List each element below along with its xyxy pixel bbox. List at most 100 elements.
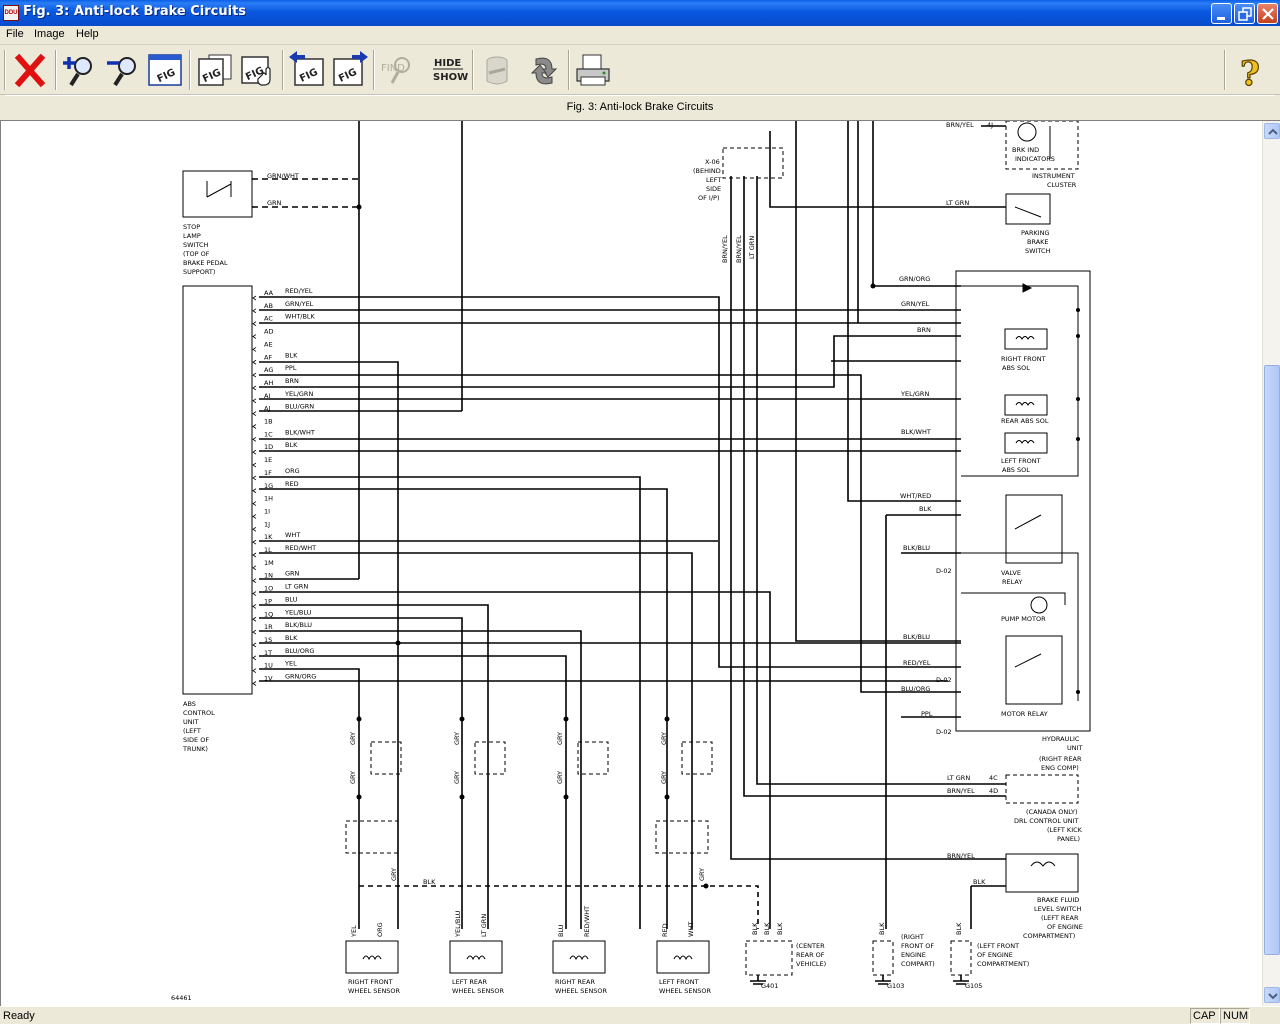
- abs-sol-label: ABS SOL: [1002, 364, 1030, 372]
- pin-terminal: [252, 488, 257, 494]
- hydraulic-wire-label: GRN/ORG: [899, 275, 930, 283]
- pin-wire-label: BLU/ORG: [285, 647, 314, 655]
- menu-help[interactable]: Help: [76, 28, 99, 40]
- maximize-button[interactable]: [1234, 3, 1255, 24]
- pin-terminal: [252, 321, 257, 327]
- refresh-button[interactable]: [524, 49, 564, 91]
- print-button[interactable]: [573, 49, 613, 91]
- find-button[interactable]: FIND: [378, 49, 418, 91]
- fig-hand-icon: FIG: [241, 56, 271, 86]
- pin-id: 1V: [264, 675, 273, 683]
- next-figure-button[interactable]: FIG: [330, 49, 370, 91]
- status-num: NUM: [1220, 1008, 1250, 1024]
- pin-wire-label: BLU/GRN: [285, 403, 314, 411]
- pin-terminal: [252, 462, 257, 468]
- zoom-in-icon: [63, 57, 92, 87]
- pin-id: 1D: [264, 443, 273, 451]
- pin-id: 1S: [264, 636, 272, 644]
- figure-select-button[interactable]: FIG: [238, 49, 278, 91]
- zoom-out-button[interactable]: [103, 49, 143, 91]
- database-button[interactable]: [477, 49, 517, 91]
- fig-window-icon: FIG: [148, 54, 182, 86]
- pin-terminal: [252, 372, 257, 378]
- drl-label: DRL CONTROL UNIT: [1014, 817, 1079, 825]
- pin-id: AB: [264, 302, 273, 310]
- menu-file[interactable]: File: [6, 28, 24, 40]
- pin-terminal: [252, 591, 257, 596]
- pin-wire-label: BLK: [285, 351, 298, 359]
- pin-terminal: [252, 295, 257, 301]
- ground-label: COMPART): [901, 960, 935, 968]
- pin-terminal: [252, 578, 257, 584]
- scroll-down-button[interactable]: [1264, 987, 1280, 1003]
- printer-icon: [576, 54, 610, 86]
- toolbar-separator: [55, 50, 57, 90]
- red-x-icon: [14, 53, 46, 88]
- sensor-wire-label: BLU: [557, 924, 565, 937]
- hydraulic-wire-label: BLK/WHT: [901, 428, 931, 436]
- abs-unit-label: (LEFT: [183, 727, 201, 735]
- drl-label: (CANADA ONLY): [1026, 808, 1077, 816]
- sensor-bus-label: BLK: [423, 878, 436, 886]
- gry-label: GRY: [698, 868, 706, 881]
- scroll-up-button[interactable]: [1264, 123, 1280, 139]
- motor-relay-label: MOTOR RELAY: [1001, 710, 1048, 718]
- figure-window-button[interactable]: FIG: [145, 49, 185, 91]
- pin-terminal: [252, 655, 257, 661]
- hide-show-button[interactable]: HIDE SHOW: [428, 49, 468, 91]
- refresh-icon: [530, 57, 558, 85]
- hydraulic-wire-label: WHT/RED: [900, 492, 931, 500]
- pin-terminal: [252, 411, 257, 416]
- pin-id: 1U: [264, 662, 273, 670]
- pin-terminal: [252, 347, 257, 352]
- fluid-switch-label: LEVEL SWITCH: [1034, 905, 1082, 913]
- wheel-sensor-label: WHEEL SENSOR: [348, 987, 401, 995]
- scrollbar-thumb[interactable]: [1264, 365, 1280, 955]
- pin-id: AA: [264, 289, 274, 297]
- ground-label: (CENTER: [796, 942, 825, 950]
- drl-wire-label: LT GRN: [947, 774, 970, 782]
- close-window-button[interactable]: [1257, 3, 1278, 24]
- pin-terminal: [252, 616, 257, 622]
- close-figure-button[interactable]: [10, 49, 50, 91]
- abs-sol-label: RIGHT FRONT: [1001, 355, 1046, 363]
- fig-list-icon: FIG: [198, 54, 232, 86]
- ground-label: VEHICLE): [796, 960, 826, 968]
- pin-terminal: [252, 565, 257, 571]
- minimize-button[interactable]: [1211, 3, 1232, 24]
- app-icon[interactable]: DDU: [3, 5, 19, 21]
- zoom-in-button[interactable]: [61, 49, 101, 91]
- help-button[interactable]: ?: [1232, 49, 1272, 91]
- pin-wire-label: PPL: [285, 364, 297, 372]
- pin-terminal: [252, 308, 257, 314]
- gry-label: GRY: [349, 771, 357, 784]
- pin-wire-label: BRN: [285, 377, 299, 385]
- d02-label: D-02: [936, 567, 952, 575]
- stop-wire-label: GRN: [267, 199, 282, 207]
- pin-wire-label: GRN/YEL: [285, 300, 314, 308]
- previous-figure-button[interactable]: FIG: [287, 49, 327, 91]
- figure-list-button[interactable]: FIG: [195, 49, 235, 91]
- toolbar-separator: [189, 50, 191, 90]
- vertical-scrollbar[interactable]: [1262, 121, 1280, 1006]
- stop-lamp-label: LAMP: [183, 232, 201, 240]
- gry-label: GRY: [453, 771, 461, 784]
- sensor-wire-label: YEL/BLU: [454, 910, 462, 938]
- diagram-viewport[interactable]: GRN/WHT GRN STOP LAMP SWITCH (TOP OF BRA…: [0, 120, 1280, 1006]
- figure-number: 64461: [171, 994, 192, 1002]
- fluid-wire-label: BLK: [973, 878, 986, 886]
- abs-unit-label: TRUNK): [182, 745, 208, 753]
- wheel-sensor-label: RIGHT REAR: [555, 978, 595, 986]
- prev-fig-icon: FIG: [289, 51, 324, 86]
- toolbar-separator: [4, 50, 6, 90]
- drl-wire-label: BRN/YEL: [947, 787, 975, 795]
- wheel-sensor-label: LEFT FRONT: [659, 978, 699, 986]
- wheel-sensor-label: WHEEL SENSOR: [659, 987, 712, 995]
- pin-terminal: [252, 424, 257, 429]
- x06-label: (BEHIND: [693, 167, 721, 175]
- menu-image[interactable]: Image: [34, 28, 65, 40]
- ground-label: REAR OF: [796, 951, 825, 959]
- parking-wire-label: LT GRN: [946, 199, 969, 207]
- x06-wire-label: BRN/YEL: [735, 235, 743, 263]
- pin-terminal: [252, 437, 257, 442]
